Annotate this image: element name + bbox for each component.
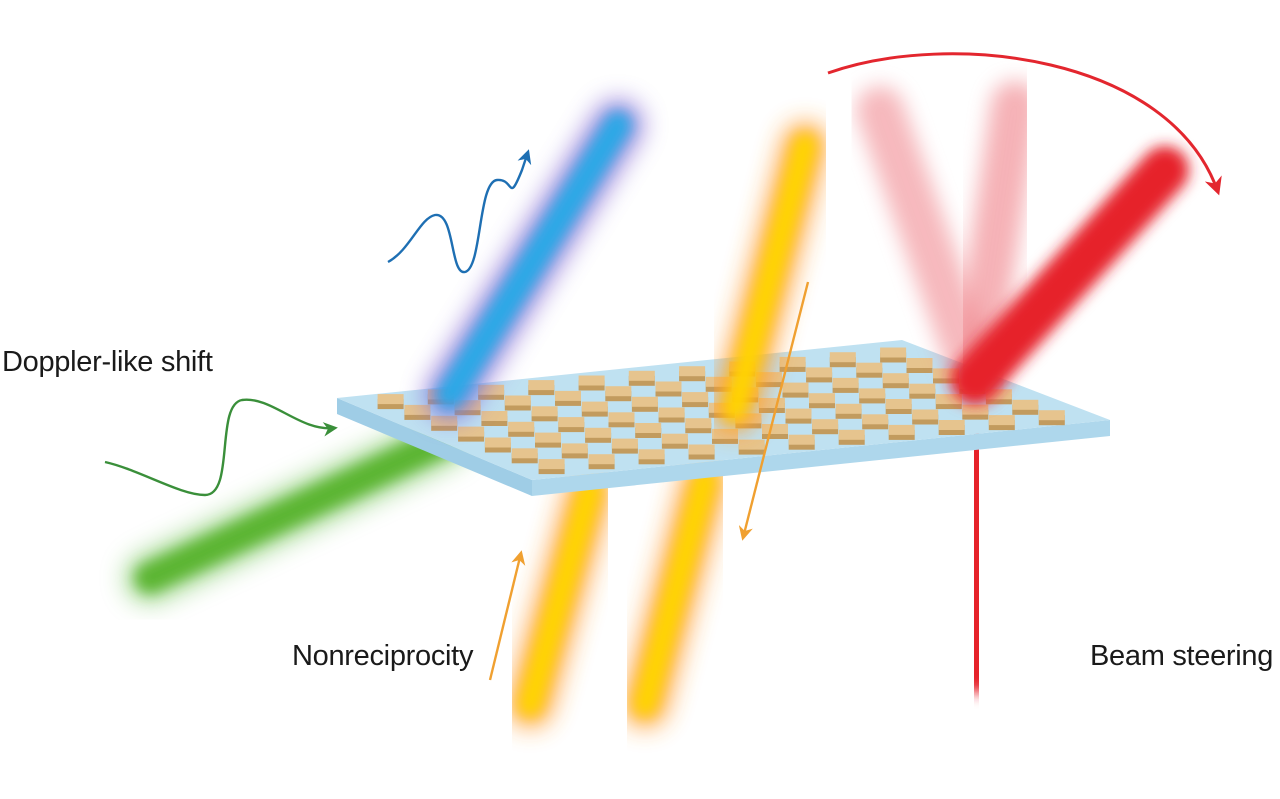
nano-block: [585, 427, 612, 443]
nano-block: [611, 438, 638, 454]
nano-block: [688, 444, 715, 460]
nano-block: [638, 449, 665, 465]
blue-shifted-beam: [424, 99, 644, 421]
nano-block: [962, 404, 989, 420]
nano-block: [431, 415, 458, 431]
red-beam-ghost-2: [951, 81, 1039, 399]
nano-block: [605, 386, 632, 402]
nano-block: [588, 454, 615, 470]
nano-block: [658, 407, 685, 423]
nano-block: [835, 403, 862, 419]
slab-front-left-edge: [337, 398, 532, 496]
nano-block: [782, 382, 809, 398]
red-beam-steered: [951, 146, 1189, 404]
nano-block: [832, 377, 859, 393]
nonreciprocity-return-arrow-icon: [738, 281, 810, 541]
nano-block: [631, 396, 658, 412]
nano-block: [862, 414, 889, 430]
nanoantenna-array: [377, 347, 1065, 475]
nano-block: [755, 372, 782, 388]
nano-block: [628, 370, 655, 386]
nano-block: [655, 381, 682, 397]
nano-block: [985, 389, 1012, 405]
nano-block: [829, 352, 856, 368]
nano-block: [558, 417, 585, 433]
nano-block: [859, 388, 886, 404]
nano-block: [906, 358, 933, 373]
nano-block: [608, 412, 635, 428]
nano-block: [458, 426, 485, 442]
nano-block: [762, 424, 788, 439]
metasurface-slab: [337, 340, 1110, 496]
nano-block: [909, 383, 936, 399]
green-incident-beam: [124, 414, 471, 604]
nonreciprocity-arrow-icon: [488, 550, 526, 681]
nano-block: [685, 418, 712, 434]
nano-block: [635, 423, 662, 438]
nano-block: [788, 434, 815, 450]
nonreciprocity-label: Nonreciprocity: [292, 640, 474, 672]
nano-block: [712, 428, 738, 444]
nano-block: [885, 399, 912, 414]
nano-block: [912, 409, 939, 425]
nano-block: [538, 459, 565, 475]
nano-block: [555, 390, 581, 406]
doppler-shift-label: Doppler-like shift: [2, 346, 213, 378]
nano-block: [988, 415, 1015, 431]
nano-block: [481, 411, 508, 426]
nano-block: [738, 439, 765, 455]
nano-block: [528, 380, 555, 396]
nano-block: [935, 394, 962, 410]
nano-block: [478, 384, 505, 400]
nano-block: [508, 421, 535, 437]
nano-block: [504, 395, 531, 411]
nano-block: [838, 429, 865, 445]
nano-block: [812, 419, 839, 435]
nano-block: [785, 408, 812, 424]
nano-block: [377, 394, 404, 410]
nano-block: [880, 347, 907, 363]
nano-block: [561, 443, 588, 459]
doppler-wave-arrow-icon: [104, 398, 338, 497]
yellow-beam-lower-left: [507, 467, 613, 728]
nano-block: [856, 362, 883, 378]
nano-block: [581, 401, 608, 417]
nano-block: [511, 448, 538, 464]
beam-steering-label: Beam steering: [1090, 640, 1274, 672]
nano-block: [404, 404, 431, 420]
nano-block: [809, 393, 835, 409]
nano-block: [1012, 399, 1039, 415]
red-steered-beams: [856, 81, 1189, 404]
nano-block: [888, 424, 915, 440]
nano-block: [806, 367, 833, 383]
nano-block: [531, 406, 558, 422]
slab-front-right-edge: [532, 420, 1110, 496]
nano-block: [933, 368, 959, 384]
nano-block: [882, 373, 909, 389]
yellow-beam-upper: [712, 122, 828, 433]
nano-block: [484, 437, 511, 453]
nano-block: [661, 433, 688, 449]
steering-curved-arrow-icon: [827, 52, 1222, 196]
yellow-beam-lower-right: [622, 457, 728, 728]
nano-block: [779, 356, 806, 372]
nano-block: [578, 375, 605, 391]
nano-block: [682, 392, 709, 408]
nano-block: [938, 420, 965, 435]
nano-block: [1038, 410, 1065, 426]
shifted-wave-arrow-icon: [387, 149, 532, 274]
nano-block: [679, 366, 706, 382]
nano-block: [535, 432, 561, 448]
red-beam-lower: [950, 430, 1003, 693]
nano-block: [758, 398, 785, 413]
